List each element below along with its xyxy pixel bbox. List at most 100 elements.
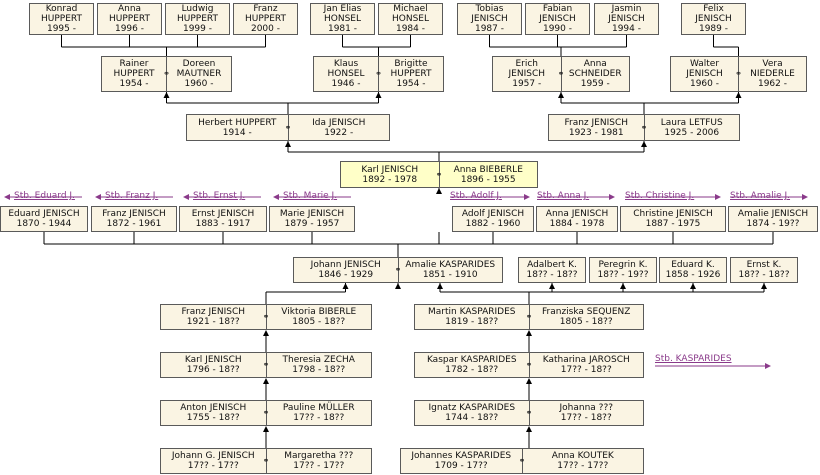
marriage-rings-icon: ⚭ [262, 312, 270, 321]
person-name: Vera [762, 59, 783, 69]
person-name: Rainer [119, 59, 149, 69]
arrow-up-icon [437, 283, 443, 289]
stb-link-marie[interactable]: Stb. Marie J. [283, 191, 338, 201]
person-box-eduard-k[interactable]: Eduard K.1858 - 1926 [659, 257, 727, 283]
stb-link-eduard[interactable]: Stb. Eduard J. [14, 191, 75, 201]
person-dates: 1805 - 18?? [559, 317, 613, 327]
wife[interactable]: Margaretha ???17?? - 17?? [265, 449, 372, 473]
person-name: Ludwig [181, 4, 214, 14]
person-name: Eduard K. [671, 260, 715, 270]
person-name: Franz JENISCH [564, 117, 629, 128]
stb-link-adolf[interactable]: Stb. Adolf J. [450, 191, 502, 201]
person-box-adalbert-k[interactable]: Adalbert K.18?? - 18?? [518, 257, 586, 283]
marriage-rings-icon: ⚭ [525, 312, 533, 321]
person-dates: 1996 - [114, 24, 144, 34]
person-dates: 1990 - [542, 24, 572, 34]
person-dates: 18?? - 18?? [738, 270, 790, 280]
person-name: Ignatz KASPARIDES [428, 403, 516, 413]
wife[interactable]: Johanna ???17?? - 18?? [528, 401, 644, 425]
marriage-rings-icon: ⚭ [262, 360, 270, 369]
stb-link-anna[interactable]: Stb. Anna J. [537, 191, 590, 201]
stb-link-kasparides[interactable]: Stb. KASPARIDES [655, 354, 732, 364]
stb-link-amalie[interactable]: Stb. Amalie J. [730, 191, 791, 201]
person-name: HUPPERT [41, 14, 82, 24]
person-box-peregrin-k[interactable]: Peregrin K.18?? - 19?? [589, 257, 657, 283]
stb-link-christine[interactable]: Stb. Christine J. [625, 191, 695, 201]
person-box-ernst-k[interactable]: Ernst K.18?? - 18?? [730, 257, 798, 283]
stb-link-ernst[interactable]: Stb. Ernst J. [193, 191, 246, 201]
person-name: NIEDERLE [750, 69, 795, 79]
person-dates: 1989 - [698, 24, 728, 34]
stb-link-franz[interactable]: Stb. Franz J. [105, 191, 159, 201]
person-name: JENISCH [471, 14, 508, 24]
person-dates: 1959 - [580, 79, 610, 89]
marriage-rings-icon: ⚭ [435, 169, 443, 179]
person-name: Viktoria BIBERLE [281, 307, 357, 317]
